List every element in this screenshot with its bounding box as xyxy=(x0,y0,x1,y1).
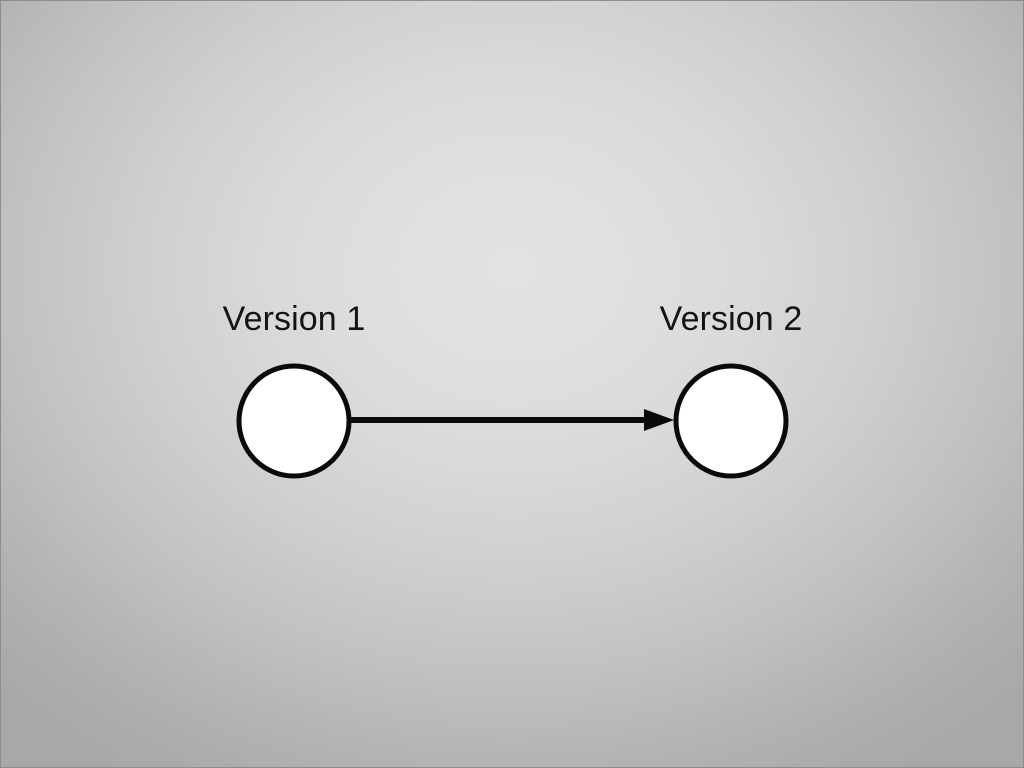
edge-layer xyxy=(351,409,674,431)
node-layer xyxy=(236,363,789,479)
edge-version1-to-version2[interactable] xyxy=(351,409,674,431)
node-label-version-2: Version 2 xyxy=(659,300,803,338)
node-version-2[interactable] xyxy=(673,363,789,479)
node-label-version-1: Version 1 xyxy=(222,300,366,338)
node-version-1[interactable] xyxy=(236,363,352,479)
arrowhead-icon xyxy=(644,409,674,431)
